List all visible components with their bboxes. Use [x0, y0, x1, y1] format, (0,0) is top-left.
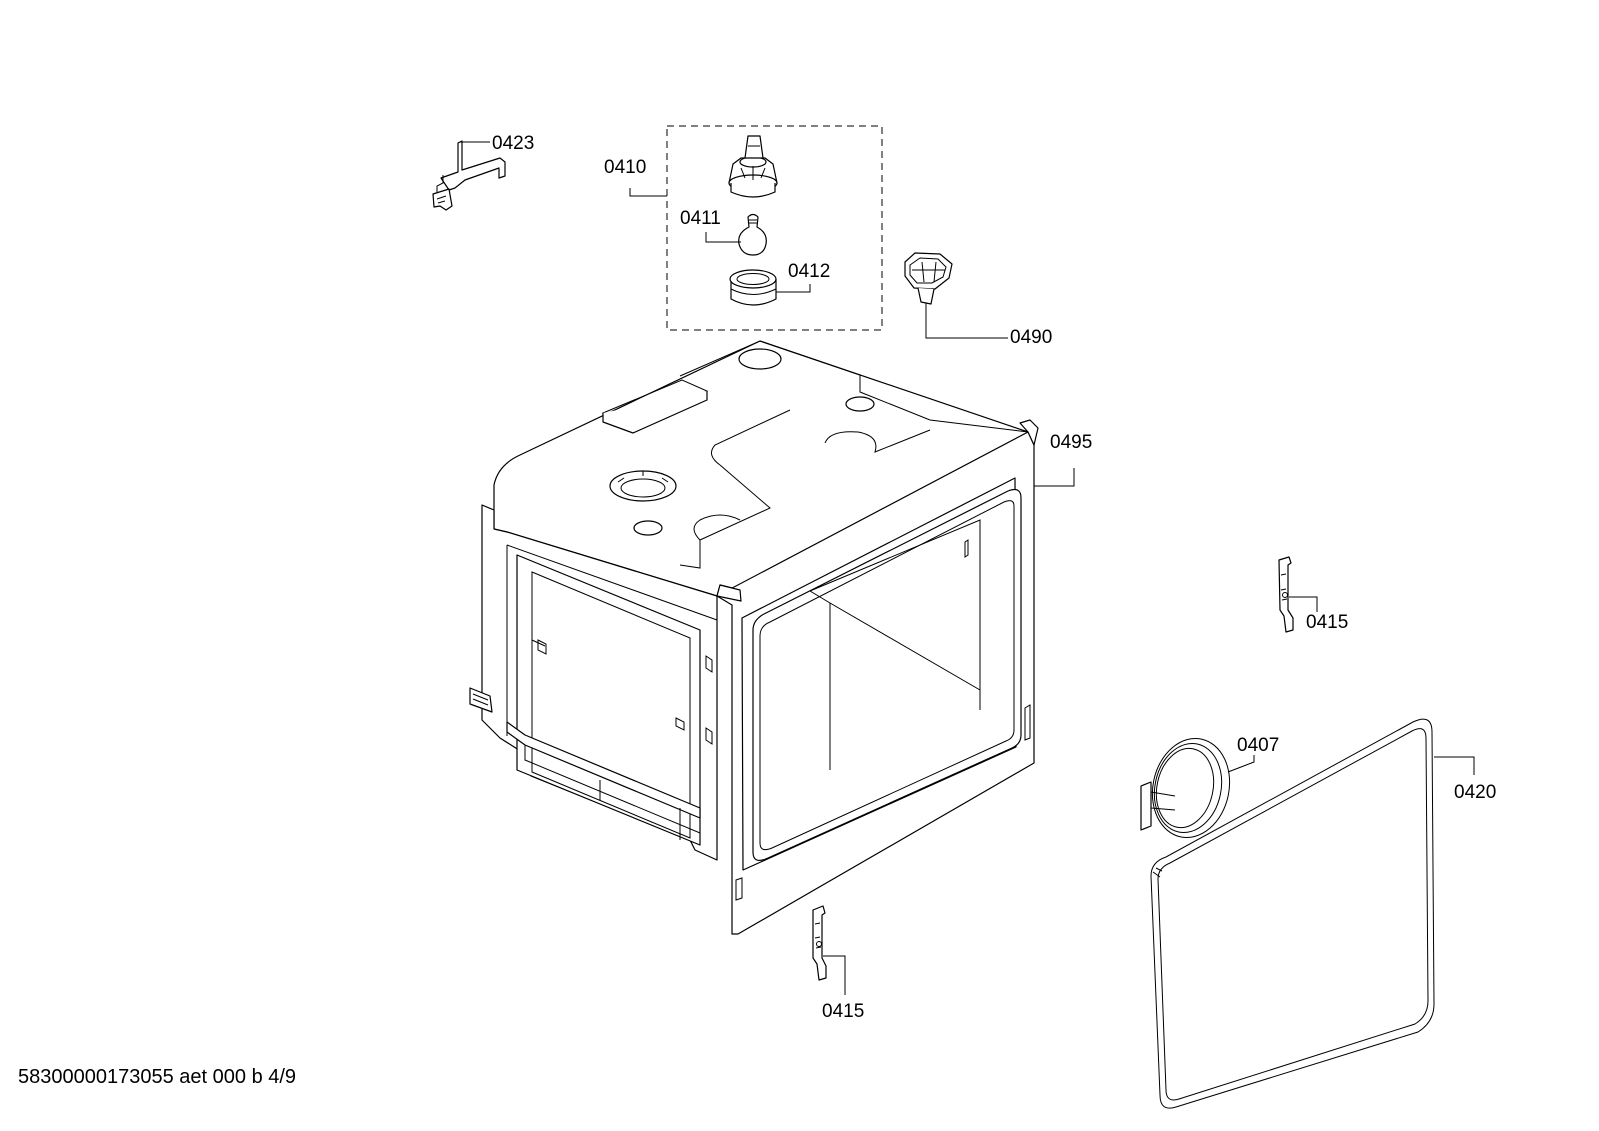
lamp-housing-icon[interactable]: [728, 135, 778, 198]
leader-0495: [1034, 468, 1075, 487]
part-0407-ring-heater[interactable]: [1140, 731, 1239, 845]
part-0490-fan-holder[interactable]: [904, 252, 953, 305]
label-0411: 0411: [680, 208, 721, 229]
part-0420-door-seal[interactable]: [1150, 718, 1435, 1109]
part-0415-bottom-hinge[interactable]: [812, 905, 827, 981]
part-0411-bulb[interactable]: [738, 213, 767, 256]
label-0415-right: 0415: [1306, 612, 1348, 633]
leader-0407: [1227, 755, 1255, 773]
label-0423: 0423: [492, 133, 534, 154]
part-0415-right-hinge[interactable]: [1278, 556, 1294, 633]
label-0495: 0495: [1050, 432, 1092, 453]
leader-0411: [705, 232, 741, 243]
label-0415-bottom: 0415: [822, 1001, 864, 1022]
part-0410-group-box: [666, 125, 883, 331]
leader-0490: [925, 303, 1008, 339]
label-0420: 0420: [1454, 782, 1496, 803]
leader-0415-bottom: [823, 955, 846, 995]
part-0423-bracket[interactable]: [432, 140, 506, 211]
leader-0412: [776, 284, 811, 293]
leader-0415-right: [1289, 596, 1318, 612]
label-0412: 0412: [788, 261, 830, 282]
leader-0410: [629, 188, 667, 197]
label-0410: 0410: [604, 157, 646, 178]
part-0495-oven-cavity[interactable]: [469, 340, 1039, 935]
part-0412-lamp-cover[interactable]: [729, 269, 777, 306]
document-code: 58300000173055 aet 000 b 4/9: [18, 1066, 297, 1088]
label-0490: 0490: [1010, 327, 1052, 348]
leader-0420: [1434, 756, 1475, 775]
label-0407: 0407: [1237, 735, 1279, 756]
